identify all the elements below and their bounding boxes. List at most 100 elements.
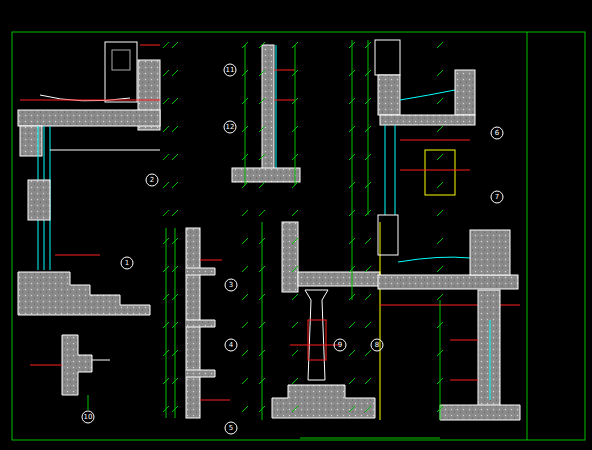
callout-number: 10 xyxy=(84,414,93,421)
callout-circle xyxy=(121,257,133,269)
callout-number: 3 xyxy=(229,282,233,289)
dimension-tick xyxy=(172,42,178,48)
dimension-tick xyxy=(163,98,169,104)
dimension-tick xyxy=(437,98,443,104)
dimension-tick xyxy=(437,182,443,188)
dimension-tick xyxy=(349,378,355,384)
dimension-tick xyxy=(349,70,355,76)
dimension-tick xyxy=(163,294,169,300)
dimension-tick xyxy=(172,154,178,160)
section-middle xyxy=(166,228,230,418)
dimension-tick xyxy=(365,238,371,244)
dimension-tick xyxy=(172,406,178,412)
dimension-tick xyxy=(242,42,248,48)
callout-number: 7 xyxy=(495,194,499,201)
dimension-tick xyxy=(365,266,371,272)
dimension-tick xyxy=(349,406,355,412)
dimension-tick xyxy=(259,266,265,272)
section-upper-middle xyxy=(232,45,300,185)
dimension-tick xyxy=(437,378,443,384)
dimension-tick xyxy=(292,154,298,160)
dimension-tick xyxy=(437,238,443,244)
dimension-tick xyxy=(365,322,371,328)
dimension-tick xyxy=(292,350,298,356)
callout-circle xyxy=(224,121,236,133)
dimension-tick xyxy=(172,350,178,356)
callout-circle xyxy=(224,64,236,76)
dimension-tick xyxy=(365,42,371,48)
callout-number: 6 xyxy=(495,130,499,137)
dimension-tick xyxy=(349,266,355,272)
dimension-tick xyxy=(437,266,443,272)
dimension-tick xyxy=(259,406,265,412)
callout-circle xyxy=(225,279,237,291)
dimension-tick xyxy=(259,294,265,300)
dimension-tick xyxy=(349,238,355,244)
dimension-tick xyxy=(172,238,178,244)
dimension-tick xyxy=(163,210,169,216)
dimension-tick xyxy=(172,266,178,272)
dimension-tick xyxy=(292,70,298,76)
frame xyxy=(12,32,585,440)
dimension-tick xyxy=(365,350,371,356)
dimension-tick xyxy=(259,322,265,328)
dimension-tick xyxy=(163,378,169,384)
callout-circle xyxy=(334,339,346,351)
callout-number: 12 xyxy=(226,124,235,131)
dimension-tick xyxy=(437,406,443,412)
dimension-tick xyxy=(437,294,443,300)
dimension-tick xyxy=(292,126,298,132)
dimension-tick xyxy=(292,210,298,216)
dimension-tick xyxy=(172,322,178,328)
dimension-tick xyxy=(242,98,248,104)
dimension-tick xyxy=(242,378,248,384)
dimension-tick xyxy=(349,294,355,300)
callout-circle xyxy=(491,191,503,203)
dimension-tick xyxy=(365,182,371,188)
dimension-tick xyxy=(163,182,169,188)
dimension-tick xyxy=(242,70,248,76)
dimension-tick xyxy=(349,322,355,328)
dimension-tick xyxy=(437,210,443,216)
dimension-tick xyxy=(365,126,371,132)
dimension-tick xyxy=(437,126,443,132)
dimension-tick xyxy=(242,350,248,356)
callout-circle xyxy=(146,174,158,186)
dimension-tick xyxy=(242,266,248,272)
dimension-tick xyxy=(292,378,298,384)
dimension-tick xyxy=(437,42,443,48)
dimension-ticks xyxy=(163,42,443,412)
callout-number: 2 xyxy=(150,177,154,184)
dimension-tick xyxy=(365,70,371,76)
section-center xyxy=(262,40,380,420)
dimension-tick xyxy=(259,42,265,48)
dimension-line xyxy=(300,438,440,439)
dimension-tick xyxy=(163,238,169,244)
dimension-tick xyxy=(349,182,355,188)
callout-circle xyxy=(371,339,383,351)
dimension-tick xyxy=(242,406,248,412)
dimension-tick xyxy=(242,182,248,188)
callout-circle xyxy=(225,339,237,351)
dimension-tick xyxy=(163,154,169,160)
section-right-bottom xyxy=(440,290,520,420)
dimension-tick xyxy=(242,322,248,328)
section-left xyxy=(18,42,160,315)
dimension-tick xyxy=(259,350,265,356)
section-right-top xyxy=(368,40,475,215)
dimension-tick xyxy=(163,266,169,272)
dimension-tick xyxy=(242,154,248,160)
dimension-tick xyxy=(259,126,265,132)
dimension-tick xyxy=(259,182,265,188)
dimension-tick xyxy=(437,154,443,160)
dimension-tick xyxy=(242,238,248,244)
callout-number: 1 xyxy=(125,260,129,267)
callout-number: 9 xyxy=(338,342,342,349)
dimension-tick xyxy=(259,210,265,216)
dimension-tick xyxy=(163,322,169,328)
dimension-tick xyxy=(259,70,265,76)
dimension-tick xyxy=(163,350,169,356)
dimension-tick xyxy=(242,210,248,216)
callout-circle xyxy=(491,127,503,139)
